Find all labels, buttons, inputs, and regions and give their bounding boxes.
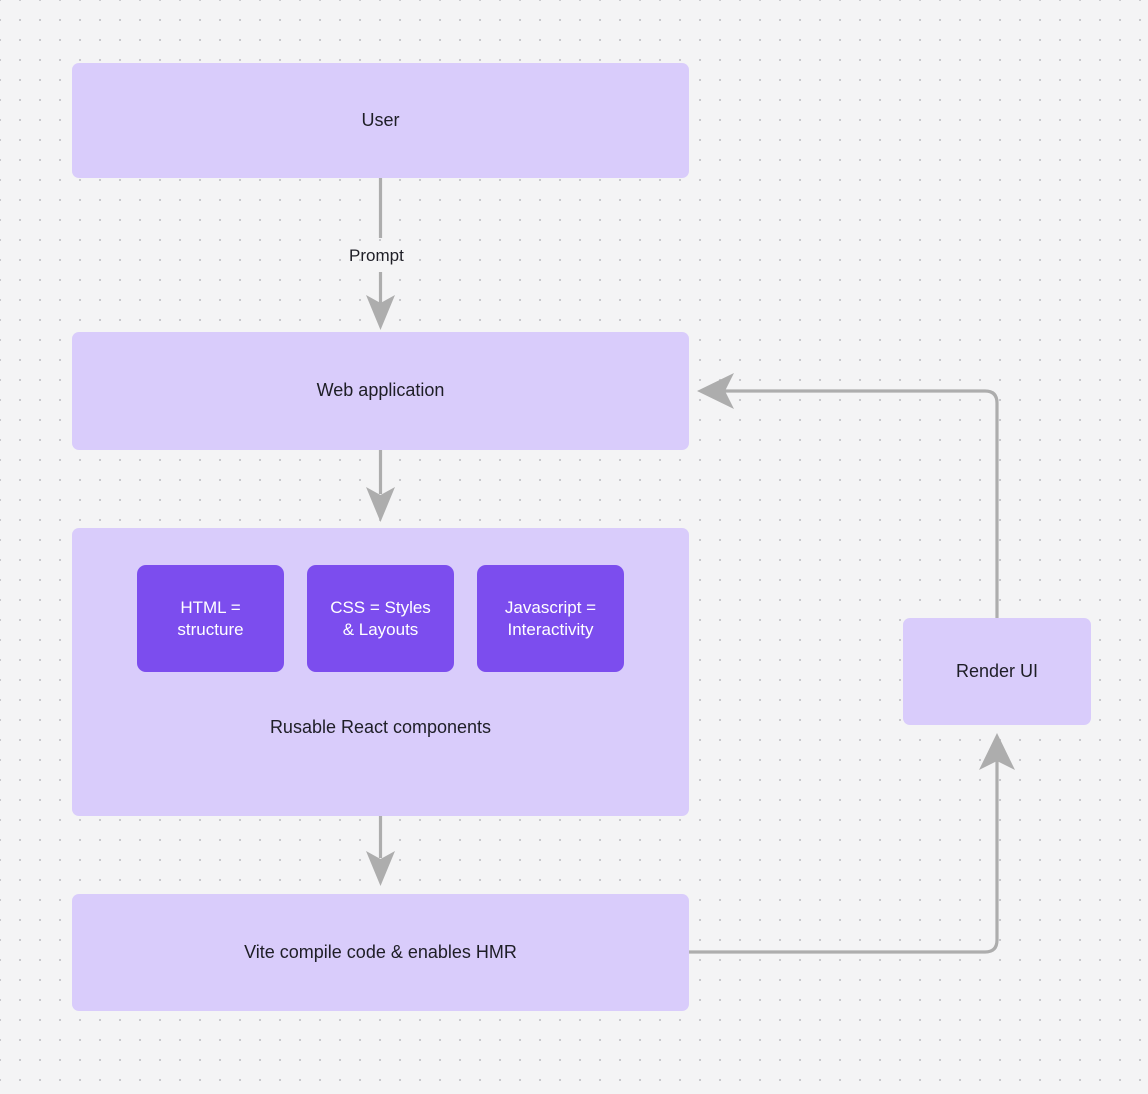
chip-css[interactable]: CSS = Styles & Layouts (307, 565, 454, 672)
edge-label-prompt: Prompt (349, 246, 404, 265)
chip-javascript[interactable]: Javascript = Interactivity (477, 565, 624, 672)
edge-webapp-to-components (366, 450, 395, 522)
node-web-application[interactable]: Web application (72, 332, 689, 450)
chip-html-line2: structure (177, 619, 244, 639)
chip-javascript-line2: Interactivity (507, 619, 594, 639)
node-web-application-label: Web application (316, 380, 445, 401)
node-vite-label: Vite compile code & enables HMR (244, 941, 517, 962)
node-vite[interactable]: Vite compile code & enables HMR (72, 894, 689, 1011)
chip-css-line1: CSS = Styles (330, 597, 431, 617)
node-user[interactable]: User (72, 63, 689, 178)
node-render-ui-label: Render UI (955, 660, 1039, 681)
chip-html-line1: HTML = (180, 597, 241, 617)
node-react-components-label: Rusable React components (269, 717, 492, 737)
node-render-ui[interactable]: Render UI (903, 618, 1091, 725)
edge-render-to-webapp (697, 373, 999, 618)
chip-css-line2: & Layouts (342, 619, 419, 639)
chip-row: HTML = structure CSS = Styles & Layouts … (72, 565, 689, 672)
components-group-body: HTML = structure CSS = Styles & Layouts … (72, 528, 689, 816)
node-react-components-group[interactable]: HTML = structure CSS = Styles & Layouts … (72, 528, 689, 816)
chip-javascript-line1: Javascript = (504, 597, 597, 617)
edge-components-to-vite (366, 816, 395, 886)
chip-html[interactable]: HTML = structure (137, 565, 284, 672)
node-user-label: User (361, 109, 400, 130)
edge-vite-to-render (689, 733, 1015, 954)
